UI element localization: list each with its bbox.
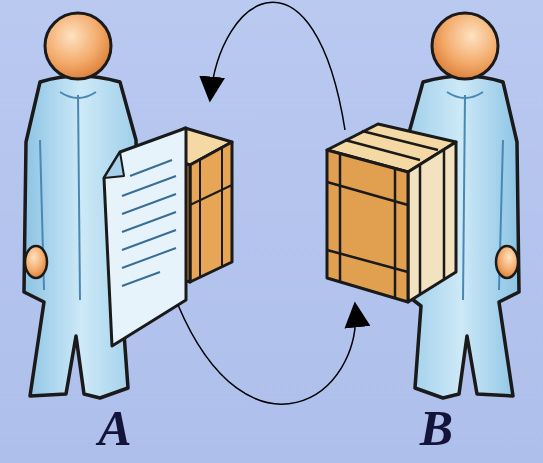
exchange-arrow: [210, 2, 345, 130]
person-label: B: [345, 402, 528, 454]
person-node: A: [15, 12, 215, 458]
exchange-arrow: [178, 304, 356, 404]
person-b-figure: [403, 13, 519, 398]
crate-b: [327, 124, 456, 302]
person-label: A: [15, 402, 215, 454]
person-node: B: [345, 12, 528, 458]
document: [104, 128, 186, 346]
